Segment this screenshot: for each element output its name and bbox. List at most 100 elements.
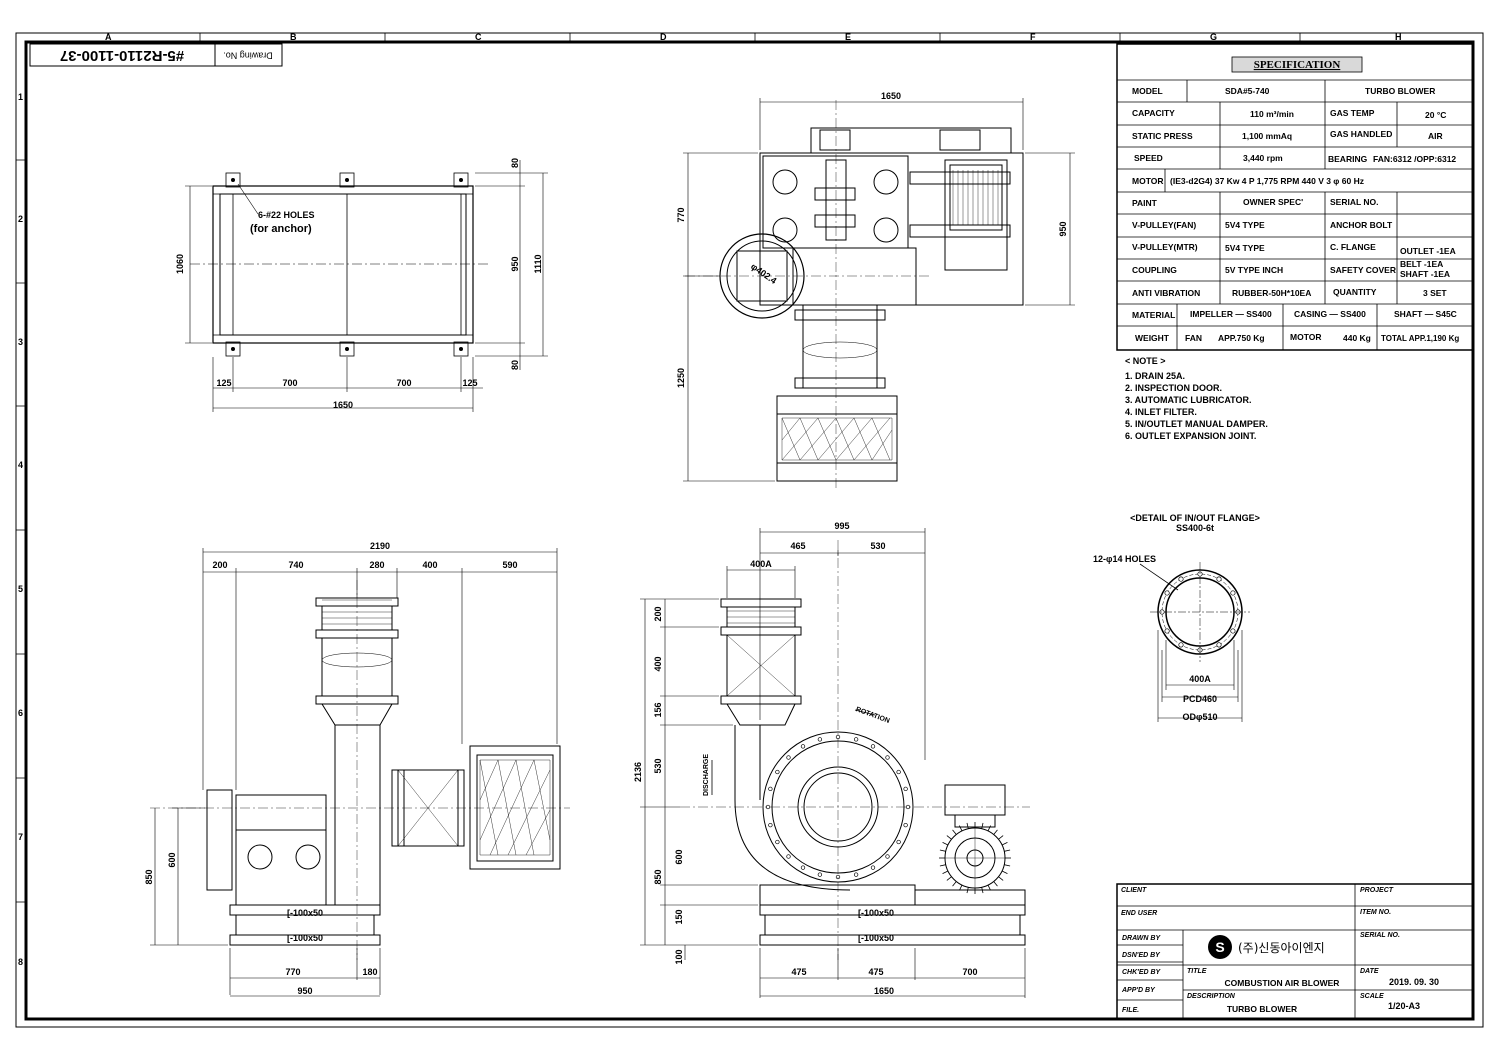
top-dim-h-lower: 1250 <box>676 368 686 388</box>
front-dim-b2: 475 <box>868 967 883 977</box>
bolt-hole <box>1230 628 1236 634</box>
cflange-value: OUTLET -1EA <box>1400 246 1456 256</box>
motor-fin <box>946 835 952 840</box>
bolt-hole <box>1164 628 1170 634</box>
motor-fin <box>942 870 949 874</box>
company-logo: S <box>1208 935 1232 959</box>
front-dim-b: 530 <box>870 541 885 551</box>
bolt-hole <box>1164 590 1170 596</box>
side-dim-w1: 770 <box>285 967 300 977</box>
grid-row-1: 1 <box>18 92 23 102</box>
grid-row-4: 4 <box>18 460 23 470</box>
base-dim-h-total: 1110 <box>533 254 543 273</box>
drawing-number-box: Drawing No. #5-R2110-1100-37 <box>29 43 283 67</box>
border-grid-labels: A B C D E F G H 1 2 3 4 5 6 7 8 <box>18 32 1402 967</box>
casing-bolt <box>817 872 823 877</box>
paint-label: PAINT <box>1132 198 1158 208</box>
flange-title: <DETAIL OF IN/OUT FLANGE> <box>1130 513 1260 523</box>
flange-od: ODφ510 <box>1183 712 1218 722</box>
tb-title-value: COMBUSTION AIR BLOWER <box>1225 978 1340 988</box>
flange-pcd: PCD460 <box>1183 694 1217 704</box>
static-label: STATIC PRESS <box>1132 131 1193 141</box>
tb-title-label: TITLE <box>1187 968 1207 975</box>
top-dim-w: 1650 <box>881 91 901 101</box>
motor-fin <box>939 864 946 867</box>
capacity-label: CAPACITY <box>1132 108 1175 118</box>
top-view: φ402.4 1650 770 1250 950 <box>676 91 1075 490</box>
motor-value: (IE3-d2G4) 37 Kw 4 P 1,775 RPM 440 V 3 φ… <box>1170 176 1364 186</box>
coupling-value: 5V TYPE INCH <box>1225 265 1283 275</box>
front-dim-v6: 150 <box>674 909 684 924</box>
tb-company: (주)신동아이엔지 <box>1238 941 1325 955</box>
motor-cooling-fins <box>939 822 1011 894</box>
side-dim-h1: 850 <box>144 869 154 884</box>
casing-bolt <box>896 839 901 845</box>
material-casing: CASING — SS400 <box>1294 309 1366 319</box>
speed-label: SPEED <box>1134 153 1163 163</box>
base-dim-seg2: 700 <box>282 378 297 388</box>
bolt-hole <box>1216 576 1222 582</box>
gas-handled-value: AIR <box>1428 131 1443 141</box>
motor-fin <box>942 842 949 846</box>
vpulley-mtr-label: V-PULLEY(MTR) <box>1132 242 1198 252</box>
grid-row-2: 2 <box>18 214 23 224</box>
casing-bolt <box>853 737 859 742</box>
grid-row-7: 7 <box>18 832 23 842</box>
top-dim-h-right: 950 <box>1058 221 1068 236</box>
casing-bolt <box>786 854 791 859</box>
static-value: 1,100 mmAq <box>1242 131 1292 141</box>
front-channel-2: [-100x50 <box>858 933 894 943</box>
casing-bolt <box>853 872 859 877</box>
base-dim-h-left: 1060 <box>175 254 185 274</box>
tb-project: PROJECT <box>1360 887 1394 894</box>
anchor-label: ANCHOR BOLT <box>1330 220 1393 230</box>
paint-value: OWNER SPEC' <box>1243 197 1303 207</box>
tb-appd: APP'D BY <box>1121 987 1156 994</box>
motor-fin <box>1004 864 1011 867</box>
front-dim-vt1: 2136 <box>633 762 643 782</box>
grid-col-h: H <box>1395 32 1402 42</box>
front-channel-1: [-100x50 <box>858 908 894 918</box>
casing-bolt <box>896 769 901 775</box>
model-value: SDA#5-740 <box>1225 86 1270 96</box>
model-type: TURBO BLOWER <box>1365 86 1435 96</box>
notes-header: < NOTE > <box>1125 356 1166 366</box>
casing-bolt <box>870 744 876 749</box>
specification-table: SPECIFICATION <box>1116 43 1474 351</box>
weight-fan-value: APP.750 Kg <box>1218 333 1265 343</box>
flange-subtitle: SS400-6t <box>1176 523 1214 533</box>
base-dim-h-bot: 80 <box>510 360 520 370</box>
tb-drawn: DRAWN BY <box>1122 935 1161 942</box>
side-dim-w2: 180 <box>362 967 377 977</box>
material-label: MATERIAL <box>1132 310 1175 320</box>
weight-motor-value: 440 Kg <box>1343 333 1371 343</box>
flange-inner: 400A <box>1189 674 1211 684</box>
speed-value: 3,440 rpm <box>1243 153 1283 163</box>
motor-label: MOTOR <box>1132 176 1163 186</box>
side-dim-wt: 950 <box>297 986 312 996</box>
grid-col-g: G <box>1210 32 1217 42</box>
casing-bolt <box>817 737 823 742</box>
grid-row-5: 5 <box>18 584 23 594</box>
grid-row-6: 6 <box>18 708 23 718</box>
motor-fin <box>966 887 969 894</box>
cflange-label: C. FLANGE <box>1330 242 1376 252</box>
vpulley-fan-label: V-PULLEY(FAN) <box>1132 220 1196 230</box>
casing-bolt <box>885 854 890 859</box>
gas-handled-label: GAS HANDLED <box>1330 129 1392 139</box>
svg-text:S: S <box>1215 939 1224 955</box>
safety-value2: SHAFT -1EA <box>1400 269 1450 279</box>
casing-bolt <box>800 744 806 749</box>
motor-fin <box>946 876 952 881</box>
front-dim-v5: 600 <box>674 849 684 864</box>
weight-fan-label: FAN <box>1185 333 1202 343</box>
rotation-label: ROTATION <box>855 706 891 725</box>
gas-temp-label: GAS TEMP <box>1330 108 1375 118</box>
motor-fin <box>987 884 991 891</box>
grid-col-d: D <box>660 32 667 42</box>
top-inlet-dim: φ402.4 <box>749 261 778 286</box>
weight-total: TOTAL APP.1,190 Kg <box>1381 334 1459 343</box>
motor-fin <box>981 887 984 894</box>
side-dim-h2: 600 <box>167 852 177 867</box>
motor-fin <box>1004 849 1011 852</box>
